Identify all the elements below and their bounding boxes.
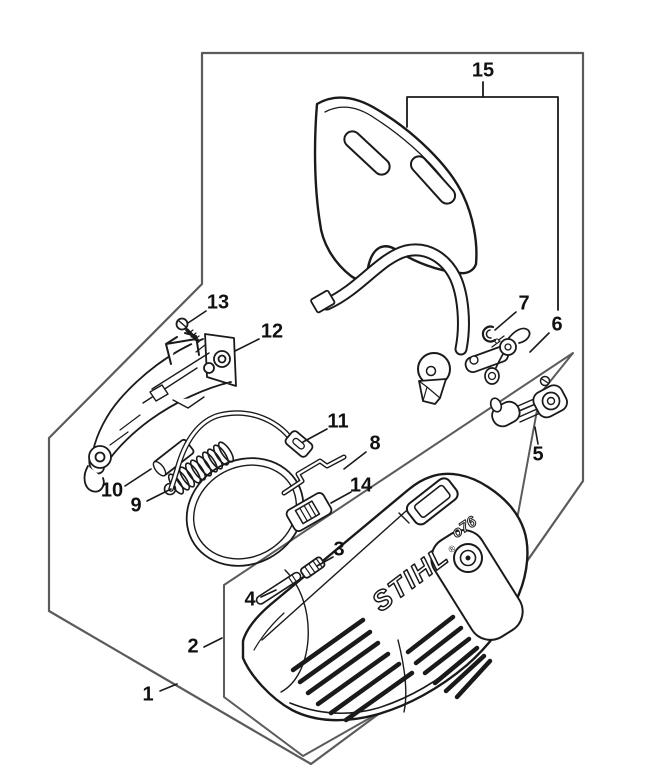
part-9-tension-spring bbox=[163, 441, 235, 496]
sprocket-cover-art: STIHL ® o76 bbox=[241, 472, 529, 723]
part-3-pin bbox=[300, 556, 326, 579]
callout-bracket-15 bbox=[406, 81, 559, 311]
part-4-pin-rod bbox=[255, 571, 302, 605]
callout-13: 13 bbox=[206, 291, 230, 314]
part-5-roller-link bbox=[489, 375, 568, 428]
callout-10: 10 bbox=[100, 479, 124, 502]
callout-15: 15 bbox=[471, 59, 495, 82]
callout-11: 11 bbox=[327, 410, 349, 433]
vent-slats-right bbox=[405, 614, 493, 700]
callout-4: 4 bbox=[244, 588, 256, 611]
part-6-brake-lever bbox=[464, 327, 531, 385]
part-14-latch-block bbox=[285, 492, 333, 532]
part-12-brake-mechanism bbox=[83, 332, 237, 493]
callout-3: 3 bbox=[333, 538, 345, 561]
callout-12: 12 bbox=[260, 320, 284, 343]
part-8-flat-spring bbox=[281, 454, 347, 496]
vent-slats-left bbox=[290, 617, 415, 723]
callout-8: 8 bbox=[369, 432, 381, 455]
callout-6: 6 bbox=[551, 313, 563, 336]
part-7-e-clip bbox=[481, 325, 497, 343]
part-11-brake-band bbox=[168, 410, 314, 567]
callout-5: 5 bbox=[532, 443, 544, 466]
callout-14: 14 bbox=[349, 474, 373, 497]
callout-7: 7 bbox=[518, 292, 530, 315]
callout-2: 2 bbox=[187, 635, 199, 658]
callout-1: 1 bbox=[142, 683, 154, 706]
callout-9: 9 bbox=[130, 494, 142, 517]
registered-mark: ® bbox=[446, 543, 458, 555]
part-15-hand-guard bbox=[310, 96, 478, 405]
part-13-screw bbox=[175, 317, 200, 343]
leader-lines bbox=[124, 310, 550, 692]
part-1-outer-frame bbox=[47, 51, 585, 766]
